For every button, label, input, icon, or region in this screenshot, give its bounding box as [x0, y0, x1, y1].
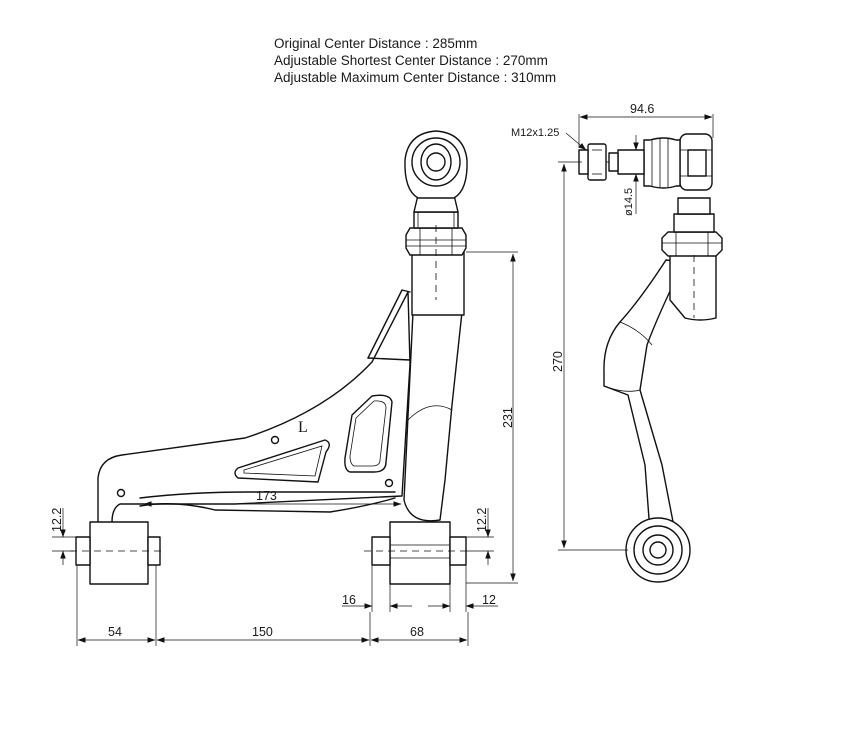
adjuster-sleeve [411, 249, 465, 316]
dim-12-2-left: 12.2 [50, 508, 64, 532]
left-bushing [89, 521, 149, 585]
dim-68: 68 [410, 625, 424, 639]
plate-cutout-slot [234, 439, 330, 483]
dim-94-6: 94.6 [630, 102, 654, 116]
side-lock-nut [661, 231, 723, 257]
link-body [403, 311, 463, 522]
dim-12-2-right: 12.2 [475, 508, 489, 532]
upper-rod-end [404, 130, 468, 199]
dim-150: 150 [252, 625, 273, 639]
front-view: L [70, 130, 470, 585]
thread-size-label: M12x1.25 [511, 127, 559, 139]
side-label: L [298, 419, 308, 436]
dim-231: 231 [501, 407, 515, 428]
mounting-plate [97, 291, 411, 523]
spec-shortest-center-distance: Adjustable Shortest Center Distance : 27… [274, 53, 548, 68]
dim-16: 16 [342, 593, 356, 607]
side-view-dimensions: 94.6 M12x1.25 ø14.5 270 [511, 102, 714, 551]
dim-diameter-14-5: ø14.5 [623, 188, 635, 216]
spec-maximum-center-distance: Adjustable Maximum Center Distance : 310… [274, 70, 557, 85]
front-view-dimensions: 173 231 12.2 12.2 16 12 [50, 251, 518, 646]
right-bushing [389, 521, 451, 585]
dim-54: 54 [108, 625, 122, 639]
dim-12: 12 [482, 593, 496, 607]
side-rod-end-housing [679, 133, 713, 191]
dim-270: 270 [551, 351, 565, 372]
plate-cutout-window [344, 394, 393, 473]
dust-boot [643, 137, 681, 189]
dim-173: 173 [256, 489, 277, 503]
lower-bushing-eye [625, 517, 691, 583]
spec-original-center-distance: Original Center Distance : 285mm [274, 36, 478, 51]
side-view [578, 133, 723, 583]
